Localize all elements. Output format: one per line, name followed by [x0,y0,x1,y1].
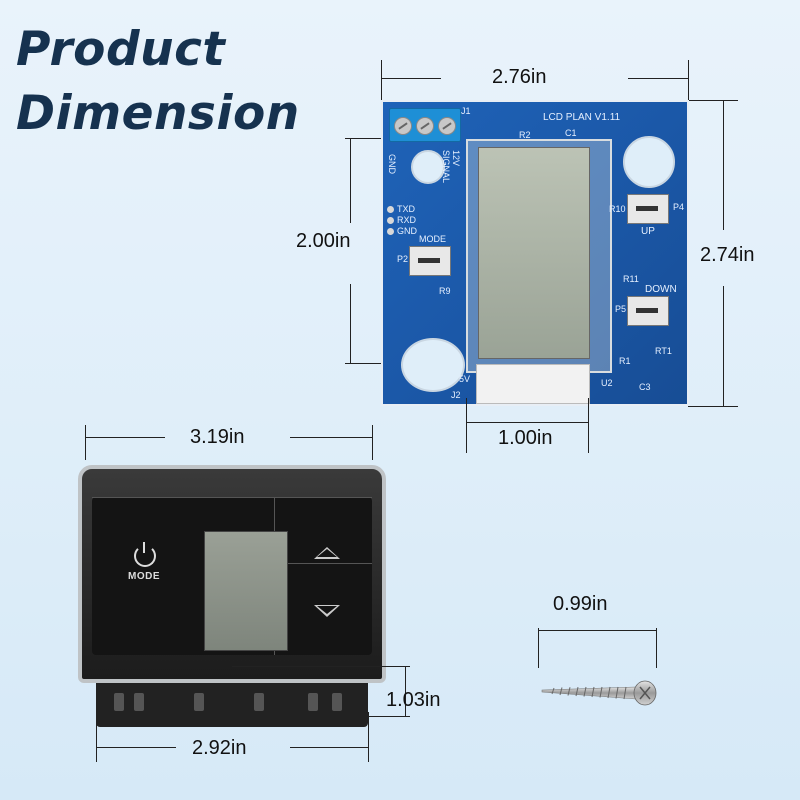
terminal-screw-3 [438,117,456,135]
pcb-height-label: 2.74in [700,244,755,266]
face-button-divider [274,563,372,564]
lcd-width-ext-right [588,398,589,453]
lcd-width-label: 1.00in [498,427,553,449]
mode-label: MODE [128,571,160,582]
pcb-width-line-left [381,78,441,79]
screw-length-line [538,630,656,631]
thermostat-device: MODE [78,465,386,683]
pcb-label-gnd-terminal: GND [387,154,397,174]
pcb-height-ext-bottom [688,406,738,407]
lcd-height-label: 2.00in [296,230,351,252]
pcb-label-down: DOWN [645,284,677,295]
base-width-ext-left [96,712,97,762]
lcd-height-line-bottom [350,284,351,363]
pcb-label-r2: R2 [519,130,531,140]
pcb-lcd-glass [478,147,590,359]
pcb-width-line-right [628,78,688,79]
base-width-line-left [96,747,176,748]
pcb-label-lcd-plan: LCD PLAN V1.11 [543,112,621,123]
base-width-ext-right [368,712,369,762]
device-depth-label: 1.03in [386,689,441,711]
pcb-label-mode: MODE [419,234,446,244]
pcb-mode-button [409,246,451,276]
thermostat-face: MODE [92,497,372,655]
screw-image [541,680,657,706]
down-arrow-icon [314,605,340,617]
vent-slot [254,693,264,711]
pcb-label-12v: 12V [451,150,461,167]
terminal-screw-1 [394,117,412,135]
pcb-width-ext-left [381,60,382,105]
depth-ext-top [232,666,410,667]
pcb-up-button [627,194,669,224]
power-icon [134,542,156,567]
device-width-ext-left [85,425,86,460]
pcb-mount-hole-top-right [623,136,675,188]
pcb-height-line-bottom [723,286,724,406]
base-width-label: 2.92in [192,737,247,759]
vent-slot [114,693,124,711]
pcb-width-ext-right [688,60,689,105]
page-title-line2: Dimension [16,86,300,141]
terminal-block [389,108,461,142]
pcb-label-c1: C1 [565,128,577,138]
pcb-label-r9: R9 [439,286,451,296]
pcb-label-rxd: RXD [397,215,417,225]
pcb-label-j2: J2 [451,390,461,400]
pcb-mount-hole-top-left [411,150,445,184]
pcb-width-label: 2.76in [492,66,547,88]
pcb-down-button [627,296,669,326]
device-width-line-right [290,437,372,438]
pad-gnd [387,228,394,235]
lcd-width-ext-left [466,398,467,453]
up-arrow-icon [314,547,340,559]
thermostat-base [96,683,368,727]
pcb-label-up: UP [641,226,655,237]
lcd-height-line-top [350,138,351,223]
screw-length-ext-left [538,628,539,668]
terminal-screw-2 [416,117,434,135]
vent-slot [308,693,318,711]
pcb-label-u2: U2 [601,378,613,388]
screw-length-label: 0.99in [553,593,608,615]
pcb-label-r1: R1 [619,356,631,366]
pcb-label-gnd: GND [397,226,417,236]
pcb-label-p2: P2 [397,254,409,264]
pcb-label-j1: J1 [461,106,471,116]
pcb-lcd-frame [466,139,612,373]
pcb-height-ext-top [688,100,738,101]
device-width-line-left [85,437,165,438]
depth-line [405,666,406,716]
pcb-label-r11: R11 [623,274,639,284]
lcd-width-line [466,422,588,423]
pcb-lcd-tab [476,364,590,404]
pad-txd [387,206,394,213]
pcb-label-5v: 5V [459,374,471,384]
depth-ext-bottom [232,716,410,717]
pcb-board: J1 LCD PLAN V1.11 GND 12V SIGNAL TXD RXD… [381,100,689,406]
vent-slot [332,693,342,711]
screw-length-ext-right [656,628,657,668]
pcb-label-rt1: RT1 [655,346,672,356]
device-width-label: 3.19in [190,426,245,448]
page-title-line1: Product [16,22,226,77]
pcb-label-p4: P4 [673,202,685,212]
pcb-label-r10: R10 [609,204,626,214]
pcb-label-txd: TXD [397,204,415,214]
vent-slot [134,693,144,711]
pcb-label-c3: C3 [639,382,651,392]
base-width-line-right [290,747,368,748]
device-width-ext-right [372,425,373,460]
pcb-label-p5: P5 [615,304,627,314]
pcb-height-line-top [723,100,724,230]
pcb-label-signal: SIGNAL [441,150,451,184]
face-top-divider [92,497,372,498]
thermostat-lcd [204,531,288,651]
pad-rxd [387,217,394,224]
vent-slot [194,693,204,711]
pcb-mount-hole-bottom-left [401,338,465,392]
